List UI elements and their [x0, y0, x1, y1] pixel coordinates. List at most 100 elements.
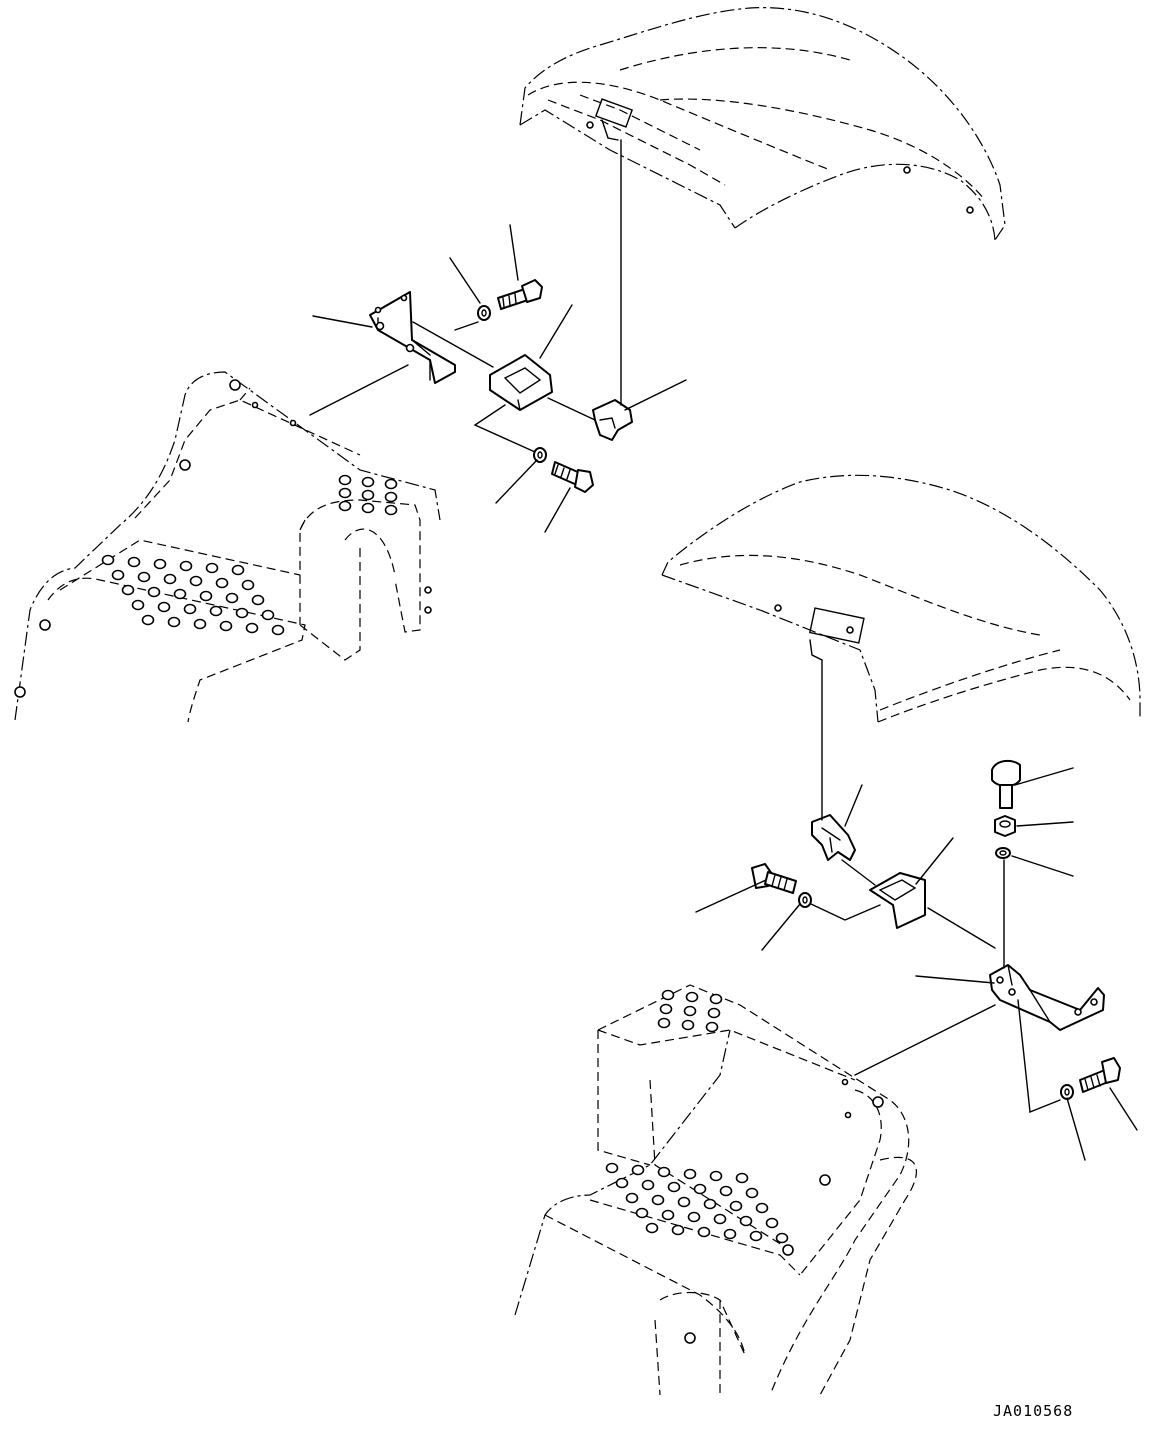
tread-hole: [231, 564, 245, 576]
drawing-number: JA010568: [993, 1402, 1074, 1420]
leader-lines: [312, 224, 1138, 1161]
tread-hole: [153, 558, 167, 570]
tread-hole: [657, 1017, 671, 1029]
tread-hole: [235, 607, 249, 619]
tread-hole: [384, 478, 398, 490]
tread-hole: [749, 1230, 763, 1242]
tread-hole: [677, 1196, 691, 1208]
lower-cover: [661, 474, 1141, 723]
tread-hole: [719, 1185, 733, 1197]
tread-hole: [137, 571, 151, 583]
tread-hole: [225, 592, 239, 604]
tread-hole: [338, 487, 352, 499]
tread-hole: [775, 1232, 789, 1244]
tread-hole: [147, 586, 161, 598]
lower-washer-left: [798, 892, 812, 908]
tread-hole: [384, 504, 398, 516]
tread-hole: [713, 1213, 727, 1225]
tread-hole: [205, 562, 219, 574]
tread-hole: [219, 620, 233, 632]
lower-bolt-left: [751, 863, 797, 894]
tread-hole: [338, 500, 352, 512]
lower-bolt-right: [1079, 1057, 1121, 1093]
tread-hole: [215, 577, 229, 589]
tread-hole: [683, 1005, 697, 1017]
upper-washer-bottom: [533, 447, 547, 463]
tread-hole: [384, 491, 398, 503]
tread-hole: [189, 575, 203, 587]
lower-catch: [811, 814, 856, 861]
tread-hole: [681, 1019, 695, 1031]
tread-hole: [631, 1164, 645, 1176]
tread-hole: [707, 1007, 721, 1019]
tread-hole: [729, 1200, 743, 1212]
upper-latch-plate: [489, 354, 553, 411]
tread-hole: [659, 1003, 673, 1015]
tread-hole: [615, 1177, 629, 1189]
tread-hole: [765, 1217, 779, 1229]
tread-hole: [179, 560, 193, 572]
tread-hole: [163, 573, 177, 585]
tread-hole: [251, 594, 265, 606]
tread-hole: [361, 502, 375, 514]
tread-hole: [131, 599, 145, 611]
tread-hole: [245, 622, 259, 634]
tread-hole: [261, 609, 275, 621]
left-fender-step: [14, 371, 441, 723]
tread-hole: [183, 603, 197, 615]
tread-hole: [209, 605, 223, 617]
upper-cover: [519, 7, 1006, 241]
tread-hole: [709, 993, 723, 1005]
left-step-holes: [101, 474, 398, 636]
tread-hole: [685, 991, 699, 1003]
tread-hole: [687, 1211, 701, 1223]
upper-bracket: [369, 291, 456, 384]
tread-hole: [199, 590, 213, 602]
lower-washer-top: [995, 847, 1011, 859]
tread-hole: [271, 624, 285, 636]
tread-hole: [193, 618, 207, 630]
tread-hole: [111, 569, 125, 581]
tread-hole: [667, 1181, 681, 1193]
assembly-lines: [309, 139, 1061, 1113]
tread-hole: [693, 1183, 707, 1195]
lower-bracket: [989, 964, 1105, 1031]
tread-hole: [361, 476, 375, 488]
lower-nut: [994, 815, 1016, 837]
upper-bolt-bottom: [551, 461, 594, 493]
upper-catch: [592, 399, 633, 441]
tread-hole: [755, 1202, 769, 1214]
tread-hole: [745, 1187, 759, 1199]
tread-hole: [703, 1198, 717, 1210]
lower-latch-plate: [869, 872, 926, 929]
tread-hole: [241, 579, 255, 591]
tread-hole: [661, 989, 675, 1001]
tread-hole: [127, 556, 141, 568]
tread-hole: [121, 584, 135, 596]
tread-hole: [361, 489, 375, 501]
tread-hole: [635, 1207, 649, 1219]
tread-hole: [739, 1215, 753, 1227]
tread-hole: [641, 1179, 655, 1191]
tread-hole: [157, 601, 171, 613]
tread-hole: [705, 1021, 719, 1033]
tread-hole: [709, 1170, 723, 1182]
tread-hole: [697, 1226, 711, 1238]
tread-hole: [723, 1228, 737, 1240]
lower-washer-right: [1060, 1084, 1074, 1100]
tread-hole: [661, 1209, 675, 1221]
tread-hole: [625, 1192, 639, 1204]
upper-washer-top: [477, 305, 491, 321]
tread-hole: [735, 1172, 749, 1184]
tread-hole: [101, 554, 115, 566]
tread-hole: [651, 1194, 665, 1206]
tread-hole: [645, 1222, 659, 1234]
lower-knob: [991, 759, 1021, 809]
tread-hole: [605, 1162, 619, 1174]
tread-hole: [167, 616, 181, 628]
right-fender-step: [514, 984, 917, 1396]
tread-hole: [683, 1168, 697, 1180]
tread-hole: [173, 588, 187, 600]
upper-bolt-top: [497, 279, 543, 310]
